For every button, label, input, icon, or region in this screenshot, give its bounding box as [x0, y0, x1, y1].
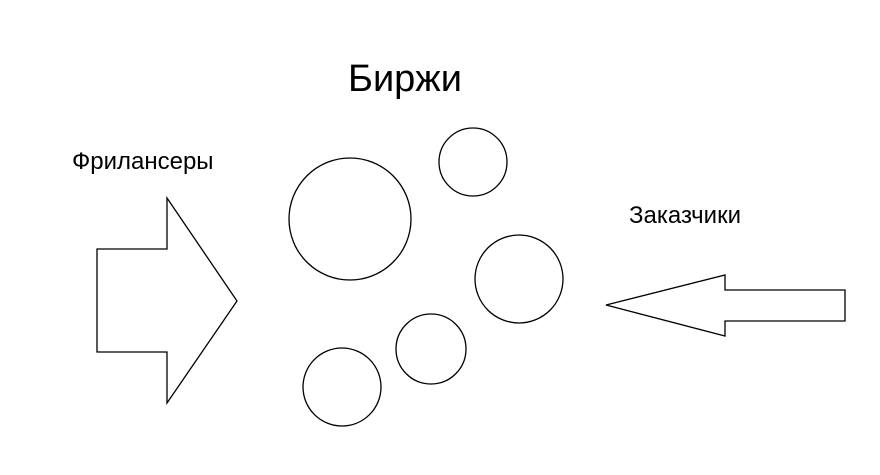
right-pointing-arrow-icon [96, 195, 238, 406]
left-pointing-arrow-icon [605, 274, 846, 337]
freelancers-label: Фрилансеры [72, 148, 214, 175]
exchange-circle-bottom [302, 347, 382, 427]
exchange-circle-middle [395, 313, 467, 385]
exchange-circle-large [288, 157, 412, 281]
clients-label: Заказчики [629, 202, 741, 229]
exchange-circle-top [438, 127, 508, 197]
exchange-circle-right [474, 234, 564, 324]
diagram-title: Биржи [348, 58, 462, 100]
